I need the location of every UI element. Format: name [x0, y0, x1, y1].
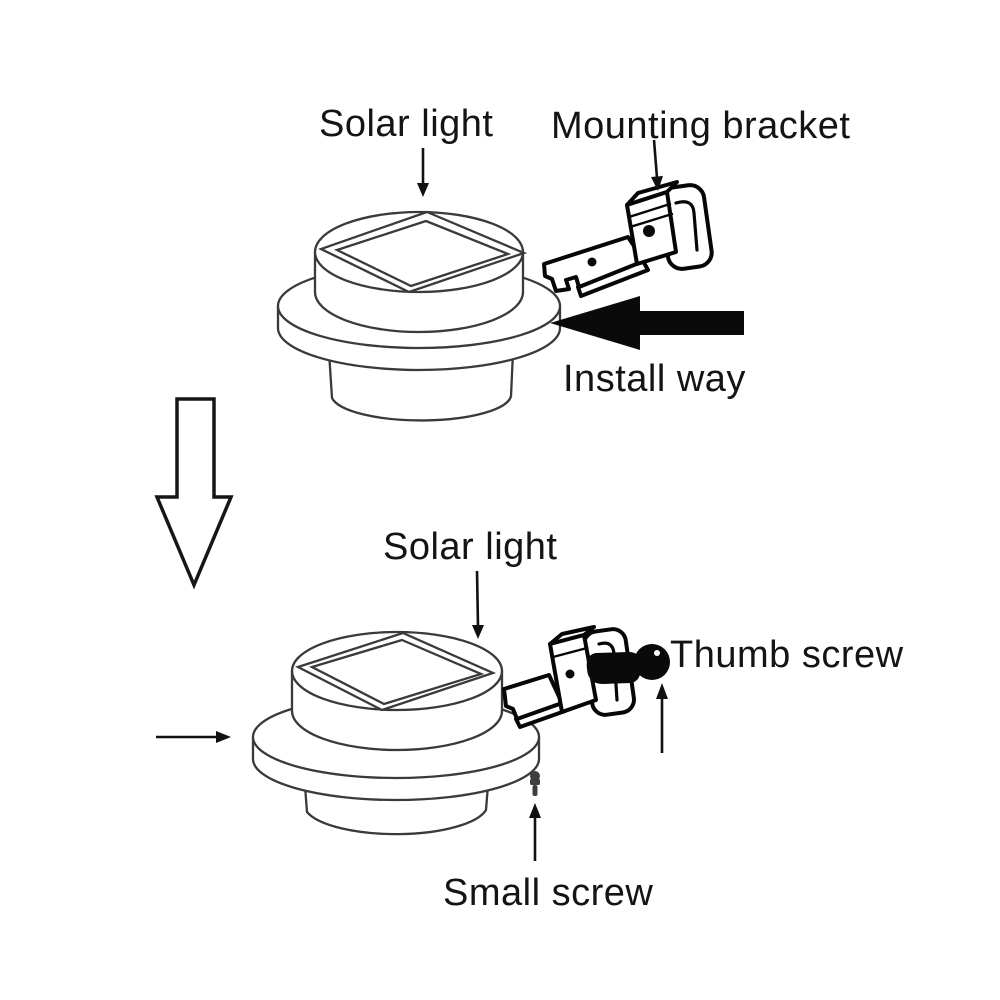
bracket-screw-hole: [565, 669, 575, 679]
install-way-label: Install way: [563, 358, 746, 400]
thumb-screw-shaft: [586, 652, 641, 684]
assembled-light-pointer-arrow: [156, 731, 231, 743]
attached-bracket-drawing: [502, 625, 670, 729]
thumb-screw-knob: [634, 644, 670, 680]
solar-light-label-top: Solar light: [319, 103, 494, 145]
solar-light-top-drawing: [276, 210, 562, 422]
solar-light-top-pointer-arrow: [417, 148, 429, 197]
install-direction-arrow: [550, 296, 744, 350]
solar-panel-inner-edge: [333, 219, 512, 288]
mounting-bracket-drawing: [542, 180, 714, 298]
bracket-block-ridge: [551, 646, 589, 659]
solar-light-assembled-drawing: [251, 630, 541, 836]
mounting-bracket-pointer-arrow: [651, 139, 663, 191]
solar-panel-inner-edge: [308, 638, 485, 706]
bracket-block-ridges: [627, 202, 674, 229]
small-screw-pointer-arrow: [529, 803, 541, 861]
bracket-hook-inner: [674, 200, 699, 252]
solar-light-label-bottom: Solar light: [383, 526, 558, 568]
small-screw-label: Small screw: [443, 872, 654, 914]
thumb-screw-label: Thumb screw: [670, 634, 904, 676]
bracket-arm-hole: [587, 257, 597, 267]
small-screw-drawing: [530, 771, 540, 796]
bracket-screw-hole: [643, 225, 655, 237]
solar-panel: [295, 631, 497, 712]
mounting-bracket-label: Mounting bracket: [551, 105, 851, 147]
bracket-arm: [502, 673, 564, 721]
thumb-screw-pointer-arrow: [656, 683, 668, 753]
solar-light-bottom-pointer-arrow: [472, 570, 484, 639]
thumb-screw-highlight: [654, 650, 660, 656]
solar-panel: [318, 210, 528, 294]
step-sequence-arrow: [154, 397, 234, 590]
